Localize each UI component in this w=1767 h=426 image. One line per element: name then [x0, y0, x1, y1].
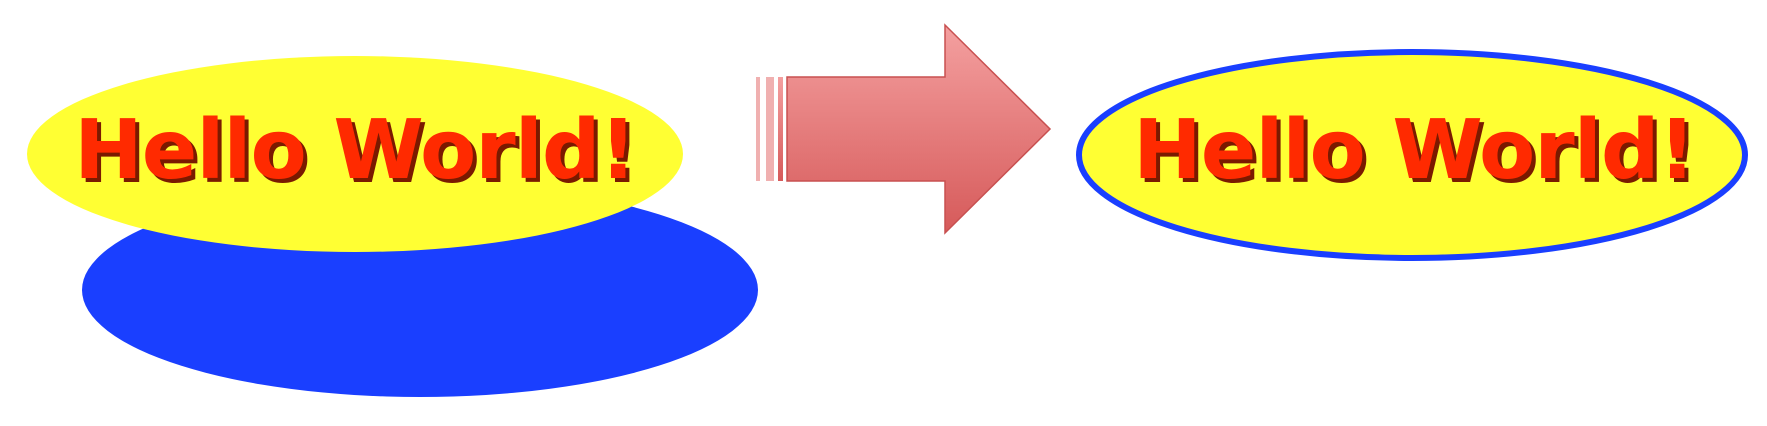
outlined-ellipse	[1076, 49, 1748, 261]
arrow-body	[786, 23, 1052, 235]
right-label: Hello World!	[1133, 103, 1695, 198]
left-label-shadow: Hello World!	[78, 107, 640, 202]
arrow-tail-stripe-2	[766, 77, 774, 181]
right-arrow	[756, 23, 1052, 235]
right-figure: Hello World! Hello World!	[1076, 49, 1748, 261]
right-label-shadow: Hello World!	[1137, 107, 1699, 202]
left-label: Hello World!	[74, 103, 636, 198]
arrow-tail-stripe-3	[778, 77, 783, 181]
yellow-ellipse	[27, 56, 683, 252]
left-figure: Hello World! Hello World!	[27, 56, 758, 397]
arrow-tail-stripe-1	[756, 77, 760, 181]
